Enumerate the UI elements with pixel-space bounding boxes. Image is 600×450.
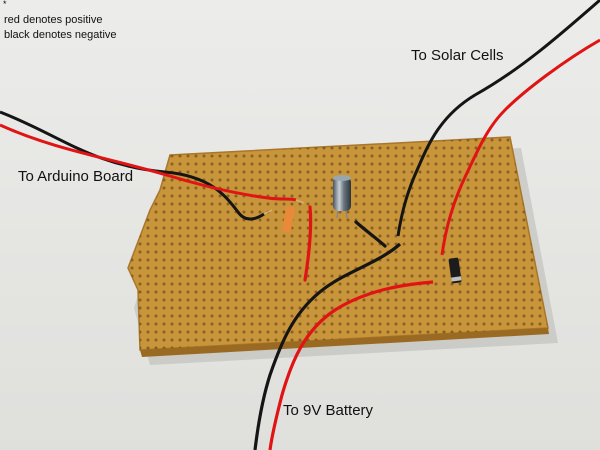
arduino-black-wire bbox=[0, 110, 265, 221]
resistor-icon bbox=[282, 205, 295, 233]
stripboard-icon bbox=[127, 136, 549, 357]
arduino-red-wire bbox=[0, 123, 297, 202]
battery-red-wire bbox=[268, 280, 434, 450]
solar-red-wire bbox=[440, 38, 600, 256]
solar-black-wire bbox=[396, 0, 600, 237]
jumper-black-wire bbox=[354, 220, 387, 248]
legend-black-negative: black denotes negative bbox=[4, 29, 117, 41]
diode-icon bbox=[448, 257, 462, 284]
capacitor-icon bbox=[333, 175, 351, 211]
legend-mark: * bbox=[3, 0, 7, 9]
legend-red-positive: red denotes positive bbox=[4, 14, 103, 26]
label-solar-cells: To Solar Cells bbox=[411, 47, 504, 64]
label-arduino-board: To Arduino Board bbox=[18, 168, 134, 185]
label-9v-battery: To 9V Battery bbox=[283, 402, 374, 419]
battery-black-wire bbox=[253, 242, 402, 450]
jumper-red-wire bbox=[303, 205, 313, 282]
